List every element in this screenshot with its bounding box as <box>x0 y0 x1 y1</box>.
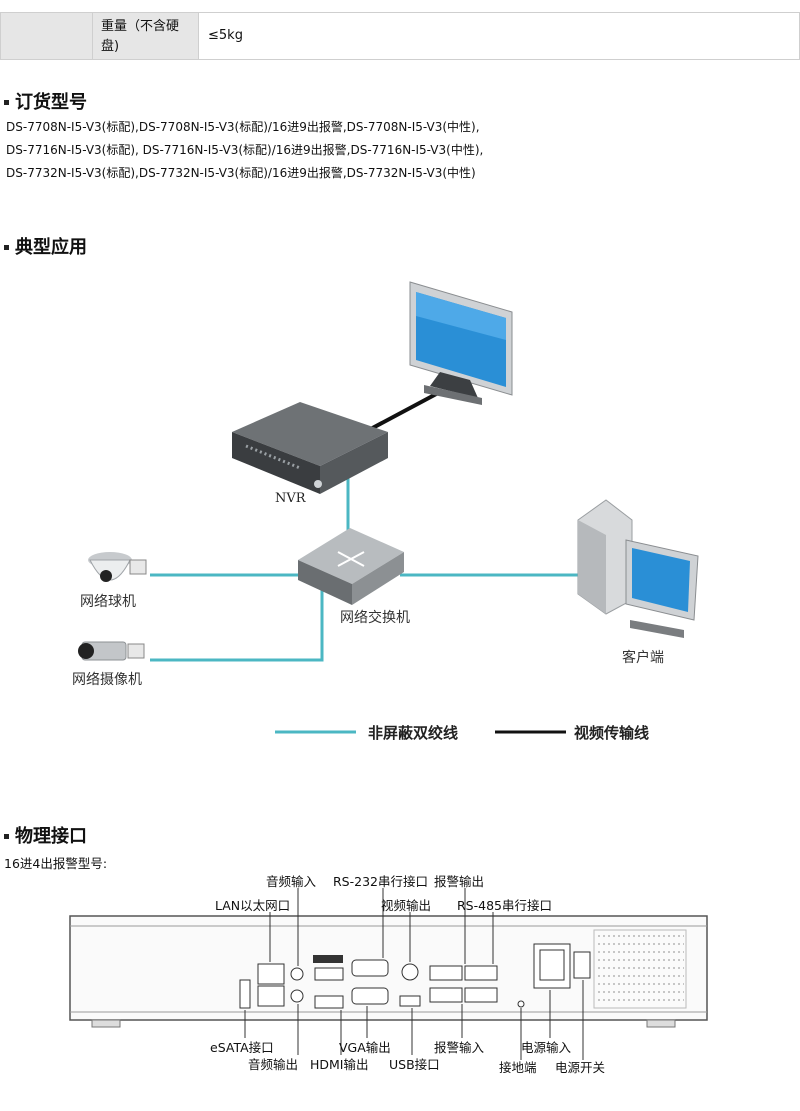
order-line-3: DS-7732N-I5-V3(标配),DS-7732N-I5-V3(标配)/16… <box>6 166 476 180</box>
port-power <box>533 943 591 989</box>
label-power-in: 电源输入 <box>521 1040 572 1055</box>
label-usb: USB接口 <box>389 1057 440 1072</box>
label-video-out: 视频输出 <box>381 898 431 913</box>
switch-label: 网络交换机 <box>340 609 410 626</box>
order-heading-text: 订货型号 <box>15 92 87 113</box>
client-pc-icon <box>577 499 699 638</box>
port-lan <box>257 963 285 1007</box>
legend-video-label: 视频传输线 <box>574 724 649 742</box>
spec-label-cell: 重量（不含硬 盘) <box>93 13 199 59</box>
port-ground <box>517 1000 525 1008</box>
port-alarm-blocks <box>429 965 498 1003</box>
spec-empty-cell <box>1 13 93 59</box>
port-video-usb <box>399 963 421 1007</box>
spec-value-cell: ≤5kg <box>208 28 243 43</box>
client-label: 客户端 <box>622 649 664 666</box>
typical-heading-text: 典型应用 <box>15 237 87 258</box>
order-heading: 订货型号 <box>4 88 87 114</box>
label-audio-out: 音频输出 <box>248 1057 298 1072</box>
port-rs232-vga <box>351 959 389 1005</box>
order-line-2: DS-7716N-I5-V3(标配), DS-7716N-I5-V3(标配)/1… <box>6 143 484 157</box>
bullet-icon <box>4 244 9 250</box>
port-esata <box>239 979 251 1009</box>
typical-application-diagram: NVR 网络交换机 网络球机 网络摄像机 客户端 非屏蔽双绞线 视频传输线 <box>72 281 699 742</box>
label-audio-in: 音频输入 <box>266 874 317 889</box>
legend-cable-label: 非屏蔽双绞线 <box>368 724 458 742</box>
label-alarm-out: 报警输出 <box>434 874 484 889</box>
video-cable <box>364 390 441 434</box>
label-rs485: RS-485串行接口 <box>457 898 552 913</box>
label-rs232: RS-232串行接口 <box>333 874 428 889</box>
nvr-label: NVR <box>275 491 307 506</box>
nvr-icon <box>232 402 388 494</box>
order-line-1: DS-7708N-I5-V3(标配),DS-7708N-I5-V3(标配)/16… <box>6 120 480 134</box>
dome-label: 网络球机 <box>80 594 136 610</box>
physical-heading: 物理接口 <box>4 822 87 848</box>
label-lan: LAN以太网口 <box>215 898 290 913</box>
bullet-icon <box>4 99 9 105</box>
typical-heading: 典型应用 <box>4 233 87 259</box>
label-alarm-in: 报警输入 <box>434 1040 485 1055</box>
leader-lines <box>244 888 584 1060</box>
spec-label-line2: 盘) <box>101 39 120 54</box>
physical-heading-text: 物理接口 <box>15 826 87 847</box>
dome-camera-icon <box>88 552 147 582</box>
label-esata: eSATA接口 <box>210 1040 274 1055</box>
label-vga-out: VGA输出 <box>339 1040 391 1055</box>
port-audio <box>290 967 304 1003</box>
physical-subtitle: 16进4出报警型号: <box>4 856 108 871</box>
label-power-switch: 电源开关 <box>555 1060 605 1075</box>
monitor-icon <box>409 281 513 405</box>
bullet-icon <box>4 833 9 839</box>
spec-label-line1: 重量（不含硬 <box>101 19 180 34</box>
spec-table-row: 重量（不含硬 盘) ≤5kg <box>0 12 800 60</box>
camera-label: 网络摄像机 <box>72 672 142 688</box>
box-camera-icon <box>78 641 145 661</box>
label-ground: 接地端 <box>499 1060 537 1075</box>
rear-panel-diagram: 音频输入 RS-232串行接口 报警输出 LAN以太网口 视频输出 RS-485… <box>69 874 708 1075</box>
port-hdmi <box>313 955 344 1009</box>
label-hdmi-out: HDMI输出 <box>310 1057 369 1072</box>
switch-icon <box>298 528 404 605</box>
